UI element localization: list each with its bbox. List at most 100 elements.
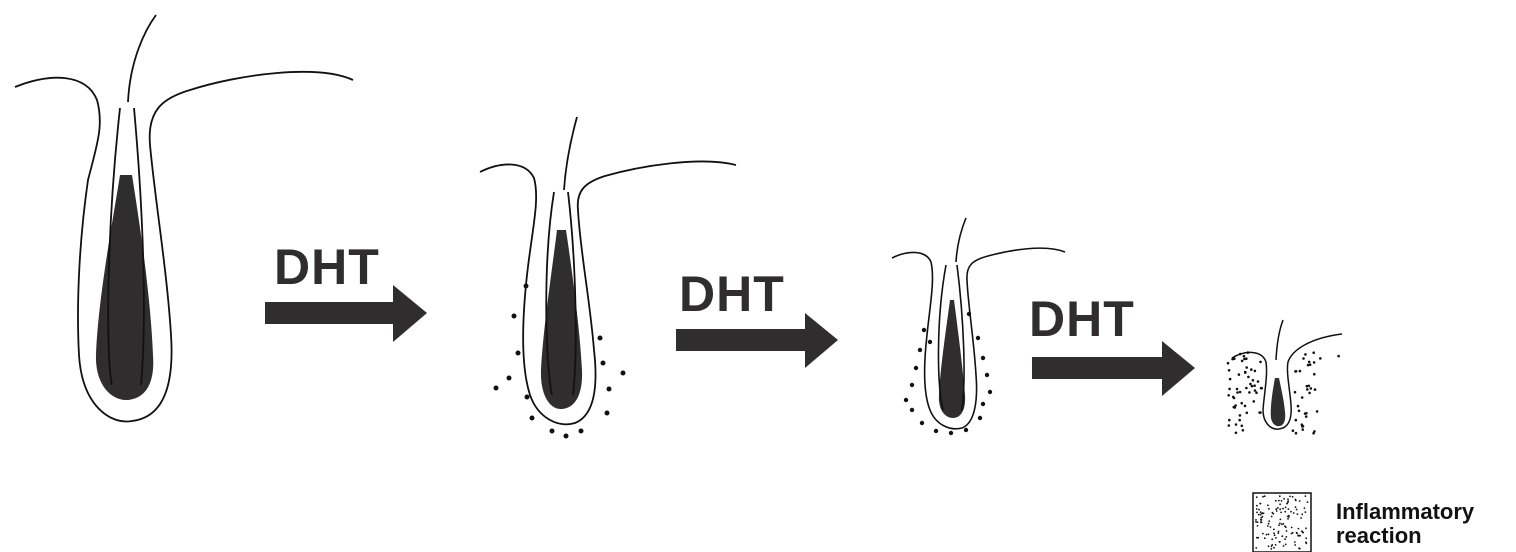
- stipple-dot: [1235, 423, 1238, 426]
- stipple-dot: [1279, 495, 1281, 497]
- stipple-dot: [1300, 517, 1302, 519]
- stipple-dot: [1308, 361, 1311, 364]
- stipple-dot: [1287, 498, 1289, 500]
- stipple-dot: [1312, 351, 1315, 354]
- stipple-dot: [1260, 521, 1262, 523]
- stipple-dot: [1291, 527, 1293, 529]
- stipple-dot: [1260, 514, 1262, 516]
- stipple-dot: [1276, 510, 1278, 512]
- stipple-dot: [1260, 517, 1262, 519]
- stipple-dot: [1264, 495, 1266, 497]
- stipple-dot: [1253, 400, 1256, 403]
- stipple-dot: [1279, 508, 1281, 510]
- stipple-dot: [1304, 412, 1307, 415]
- stipple-dot: [1257, 537, 1259, 539]
- stipple-dot: [1275, 544, 1277, 546]
- stipple-dot: [1279, 541, 1281, 543]
- stipple-dot: [1299, 535, 1301, 537]
- stipple-dot: [1262, 512, 1264, 514]
- stipple-dot: [1305, 543, 1307, 545]
- stipple-dot: [1268, 520, 1270, 522]
- stipple-dot: [1305, 511, 1307, 513]
- stipple-dot: [1257, 525, 1259, 527]
- dht-label-3: DHT: [1029, 294, 1135, 344]
- stipple-dot: [1249, 383, 1252, 386]
- stipple-dot: [1260, 387, 1263, 390]
- stipple-dot: [1268, 545, 1270, 547]
- stipple-dot: [1308, 392, 1311, 395]
- stipple-dot: [1228, 369, 1231, 372]
- stipple-dot: [1278, 524, 1280, 526]
- stipple-dot: [1271, 538, 1273, 540]
- stipple-dot: [1307, 501, 1309, 503]
- stipple-dot: [1312, 432, 1315, 435]
- stipple-dot: [1279, 503, 1281, 505]
- stipple-dot: [1244, 405, 1247, 408]
- stipple-dot: [1246, 412, 1249, 415]
- stipple-dot: [1292, 429, 1295, 432]
- stipple-dot: [1274, 534, 1276, 536]
- stipple-dot: [1305, 527, 1307, 529]
- stipple-dot: [1241, 425, 1244, 428]
- stipple-dot: [1239, 353, 1242, 356]
- stipple-dot: [1227, 362, 1230, 365]
- stipple-dot: [1256, 505, 1258, 507]
- stipple-dot: [1255, 519, 1257, 521]
- stipple-dot: [1294, 391, 1297, 394]
- stipple-dot: [1296, 532, 1298, 534]
- stipple-dot: [1281, 500, 1283, 502]
- stipple-dot: [1295, 506, 1297, 508]
- stipple-dot: [1313, 361, 1316, 364]
- stipple-dot: [1257, 521, 1259, 523]
- stipple-dot: [1294, 544, 1296, 546]
- stipple-dot: [1258, 514, 1260, 516]
- stipple-dot: [1294, 370, 1297, 373]
- stipple-dot: [1301, 428, 1304, 431]
- stipple-dot: [1288, 516, 1290, 518]
- stipple-dot: [1262, 533, 1264, 535]
- stipple-dot: [1283, 523, 1285, 525]
- stipple-dot: [1242, 429, 1245, 432]
- stipple-dot: [1319, 357, 1322, 360]
- stipple-dot: [1307, 364, 1310, 367]
- stipple-dot: [1275, 500, 1277, 502]
- stipple-dot: [1264, 537, 1266, 539]
- stipple-dot: [1306, 388, 1309, 391]
- stipple-dot: [1236, 388, 1239, 391]
- stipple-dot: [1229, 378, 1232, 381]
- stipple-dot: [1306, 385, 1309, 388]
- stipple-dot: [1273, 547, 1275, 549]
- stipple-dot: [1304, 353, 1307, 356]
- stipple-dot: [1301, 423, 1304, 426]
- follicle-stage-4: [1232, 320, 1342, 429]
- stipple-dot: [1271, 516, 1273, 518]
- stipple-dot: [1313, 373, 1316, 376]
- stipple-dot: [1259, 361, 1262, 364]
- stipple-dot: [1271, 544, 1273, 546]
- stipple-dot: [1287, 518, 1289, 520]
- stipple-dot: [1255, 391, 1258, 394]
- stipple-dot: [1298, 528, 1300, 530]
- legend-label-line-2: reaction: [1336, 524, 1474, 548]
- stipple-dot: [1284, 511, 1286, 513]
- stipple-dot: [1301, 396, 1304, 399]
- stipple-dot: [1283, 498, 1285, 500]
- stipple-dot: [1252, 379, 1255, 382]
- stipple-dot: [1240, 402, 1243, 405]
- stipple-dot: [1285, 526, 1287, 528]
- stipple-dot: [1241, 360, 1244, 363]
- hair-shaft-3: [939, 300, 965, 418]
- stipple-dot: [1305, 537, 1307, 539]
- stipple-dot: [1288, 508, 1290, 510]
- stipple-dot: [1285, 536, 1287, 538]
- stipple-dot: [1279, 523, 1281, 525]
- stipple-dot: [1268, 508, 1270, 510]
- stipple-dot: [1284, 538, 1286, 540]
- stipple-dot: [1289, 496, 1291, 498]
- stipple-dot: [1259, 503, 1261, 505]
- stipple-dot: [1305, 495, 1307, 497]
- stipple-dot: [1277, 532, 1279, 534]
- stipple-dot: [1290, 511, 1292, 513]
- stipple-dot: [1239, 391, 1242, 394]
- stipple-dot: [1280, 512, 1282, 514]
